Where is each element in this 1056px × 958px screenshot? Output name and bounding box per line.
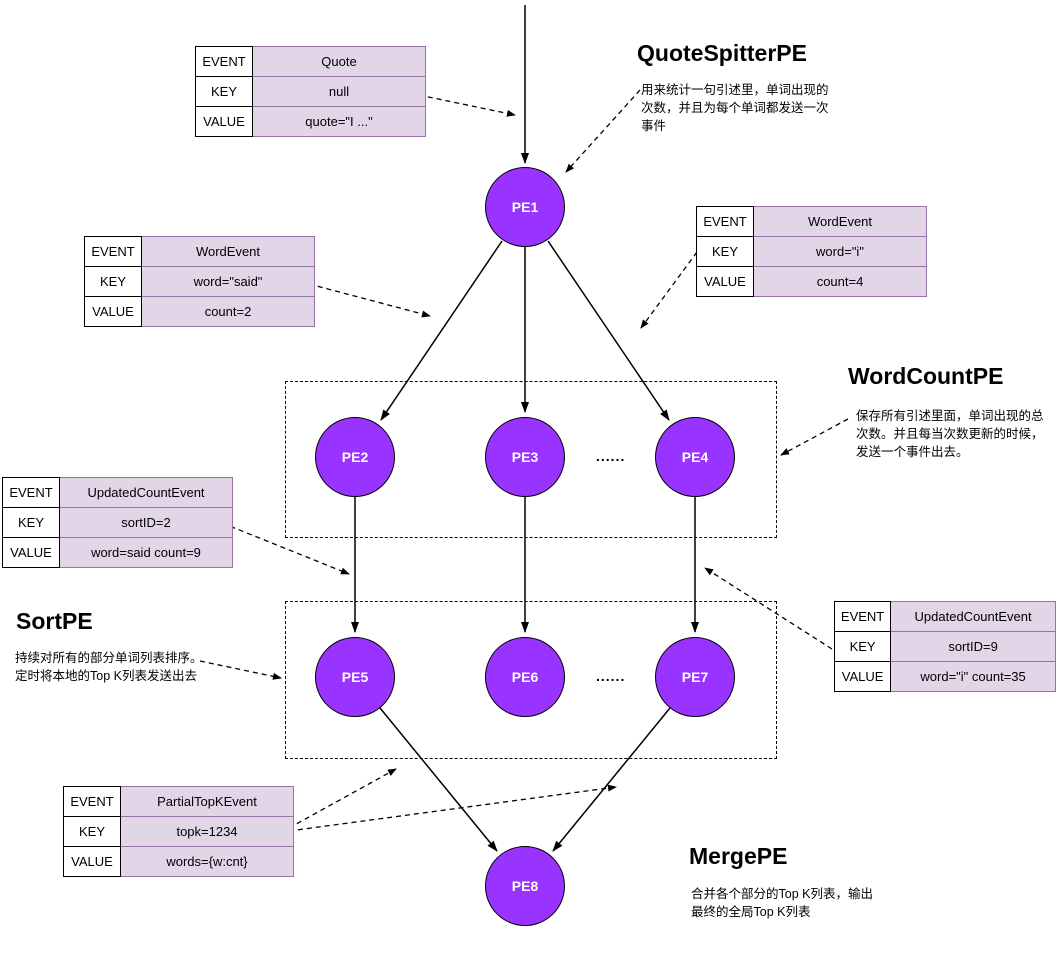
ellipsis-wordcount-row: ...... [596,448,626,464]
node-pe1[interactable]: PE1 [485,167,565,247]
desc-sortpe: 持续对所有的部分单词列表排序。 定时将本地的Top K列表发送出去 [15,651,203,683]
key-value: word="i" [753,236,927,267]
value-label: VALUE [833,661,892,692]
event-label: EVENT [63,786,121,817]
event-value: WordEvent [753,206,927,237]
event-label: EVENT [2,477,60,508]
title-wordcountpe: WordCountPE [848,363,1004,389]
value-label: VALUE [2,537,60,568]
annot-wordcount-arrow [780,418,849,456]
value-label: VALUE [696,266,754,297]
value-label: VALUE [195,106,253,137]
value-value: count=4 [753,266,927,297]
value-value: count=2 [141,296,315,327]
node-label: PE4 [681,449,709,465]
desc-quotespitterpe: 用来统计一句引述里，单词出现的 次数，并且为每个单词都发送一次 事件 [641,83,829,133]
key-value: sortID=2 [59,507,233,538]
title-sortpe: SortPE [16,608,93,634]
value-label: VALUE [63,846,121,877]
node-label: PE3 [511,449,539,465]
node-pe4[interactable]: PE4 [655,417,735,497]
event-value: UpdatedCountEvent [890,601,1056,632]
annot-wordevent-right-arrow [640,251,698,329]
key-value: topk=1234 [120,816,294,847]
annot-quote-table-arrow [418,94,516,117]
event-label: EVENT [195,46,253,77]
key-label: KEY [63,816,121,847]
value-value: quote="I ..." [252,106,426,137]
node-label: PE5 [341,669,369,685]
event-value: UpdatedCountEvent [59,477,233,508]
node-label: PE2 [341,449,369,465]
value-value: words={w:cnt} [120,846,294,877]
key-label: KEY [833,631,892,662]
wordcount-group-box[interactable] [285,381,777,538]
node-pe5[interactable]: PE5 [315,637,395,717]
event-value: PartialTopKEvent [120,786,294,817]
annot-wordevent-left-arrow [308,283,431,318]
node-pe3[interactable]: PE3 [485,417,565,497]
node-pe7[interactable]: PE7 [655,637,735,717]
node-pe2[interactable]: PE2 [315,417,395,497]
desc-mergepe: 合并各个部分的Top K列表，输出 最终的全局Top K列表 [691,887,873,919]
node-label: PE8 [511,878,539,894]
key-value: null [252,76,426,107]
event-label: EVENT [833,601,892,632]
annot-partialtopk-arrow-right [288,784,617,832]
key-label: KEY [2,507,60,538]
event-label: EVENT [84,236,142,267]
node-label: PE6 [511,669,539,685]
event-value: WordEvent [141,236,315,267]
title-mergepe: MergePE [689,843,788,869]
value-label: VALUE [84,296,142,327]
key-label: KEY [84,266,142,297]
key-value: sortID=9 [890,631,1056,662]
node-label: PE7 [681,669,709,685]
sort-group-box[interactable] [285,601,777,759]
annot-quotespitter-arrow [565,89,641,173]
key-label: KEY [696,236,754,267]
event-value: Quote [252,46,426,77]
value-value: word=said count=9 [59,537,233,568]
desc-wordcountpe: 保存所有引述里面，单词出现的总 次数。并且每当次数更新的时候， 发送一个事件出去… [856,409,1044,459]
key-value: word="said" [141,266,315,297]
key-label: KEY [195,76,253,107]
ellipsis-sort-row: ...... [596,668,626,684]
node-pe8[interactable]: PE8 [485,846,565,926]
node-label: PE1 [511,199,539,215]
annot-partialtopk-arrow-left [288,768,397,829]
value-value: word="i" count=35 [890,661,1056,692]
node-pe6[interactable]: PE6 [485,637,565,717]
title-quotespitterpe: QuoteSpitterPE [637,40,807,66]
event-label: EVENT [696,206,754,237]
